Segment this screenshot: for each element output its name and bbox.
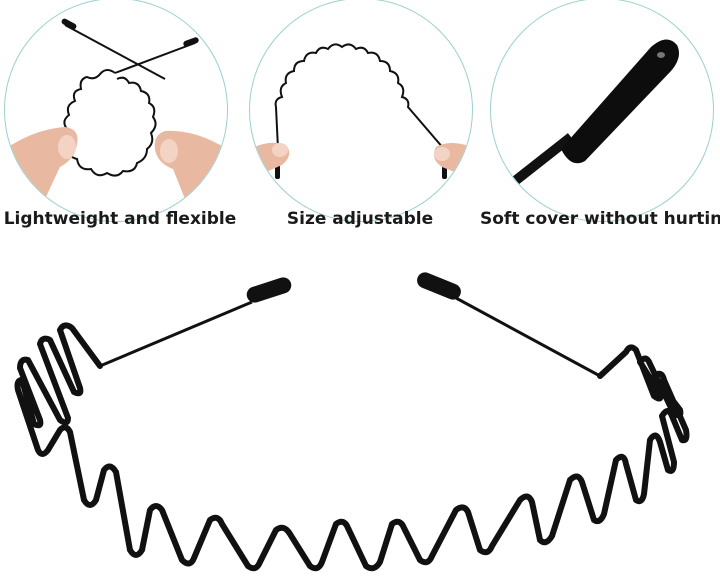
flexible-headband-illustration	[5, 18, 227, 209]
feature-caption-adjustable: Size adjustable	[286, 209, 434, 229]
feature-caption-soft-cover: Soft cover without hurting	[480, 209, 720, 229]
feature-caption-flexible: Lightweight and flexible	[3, 209, 237, 229]
feature-circle-adjustable	[249, 0, 473, 222]
adjustable-headband-illustration	[250, 43, 472, 179]
feature-circle-soft-cover	[490, 0, 714, 222]
wave-headband-photo	[14, 272, 690, 572]
feature-circle-flexible	[4, 0, 228, 222]
end-cap-closeup-illustration	[511, 39, 679, 185]
